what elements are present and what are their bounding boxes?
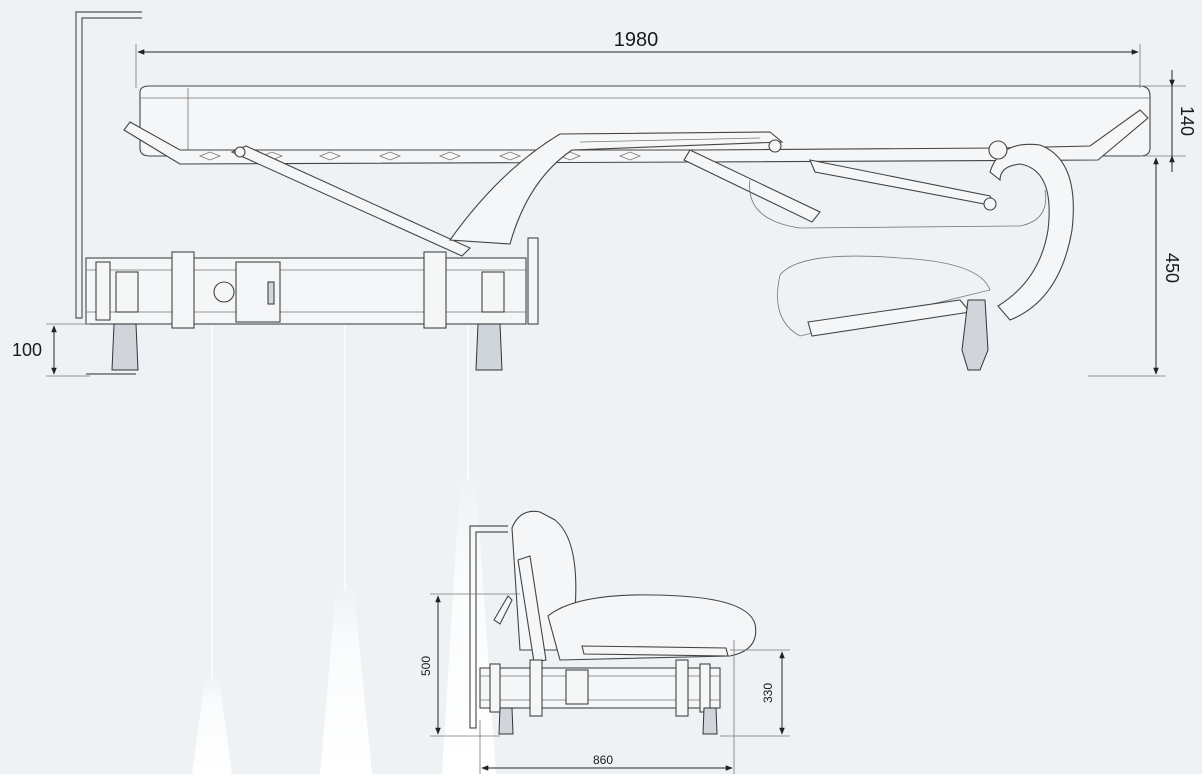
sofa-leg-right — [702, 707, 718, 735]
lower-cushion — [777, 255, 991, 337]
seat-cushion — [547, 594, 757, 661]
seat-height-label: 330 — [761, 683, 775, 703]
base-frame — [85, 257, 527, 325]
sofa-view-drawing — [469, 510, 757, 735]
sofa-dimensions: 500 330 860 — [419, 593, 790, 774]
sofa-leg-left — [498, 707, 514, 735]
pendant-lamps — [192, 300, 496, 774]
wall-outline — [75, 11, 142, 319]
bed-dimensions: 1980 140 450 100 — [12, 29, 1197, 377]
sofa-depth-label: 860 — [593, 753, 613, 767]
curved-arm — [448, 131, 784, 245]
slat-frame — [123, 109, 1149, 165]
mattress-outline — [139, 85, 1151, 157]
bed-view-drawing — [75, 11, 1151, 375]
leg-height-dimension-label: 100 — [12, 340, 42, 360]
bed-leg-right — [475, 323, 503, 371]
height-dimension-label: 450 — [1162, 253, 1182, 283]
folded-cushion — [749, 179, 1047, 229]
bed-leg-left — [111, 323, 139, 371]
mattress-thickness-label: 140 — [1177, 106, 1197, 136]
foot-hoop — [989, 143, 1074, 321]
sofa-height-label: 500 — [419, 656, 433, 676]
length-dimension-label: 1980 — [614, 29, 659, 51]
